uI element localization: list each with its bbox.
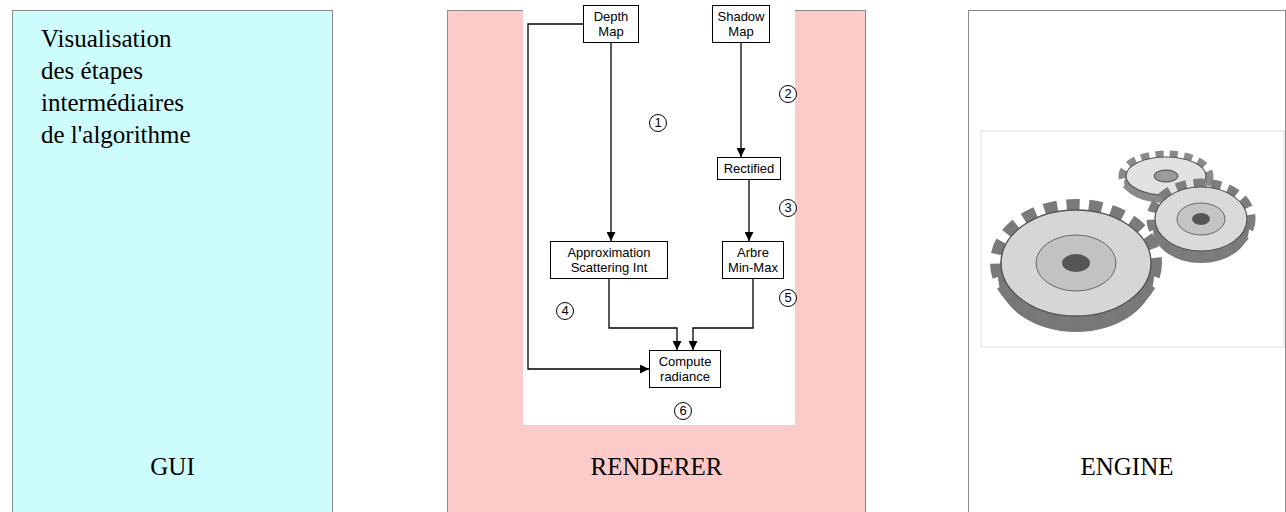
callout-number: 6 — [674, 402, 692, 420]
engine-panel: ENGINE — [968, 10, 1286, 512]
gears-illustration — [969, 1, 1285, 512]
process-box: Depth Map — [583, 5, 639, 43]
flow-arrow — [609, 279, 677, 350]
flow-arrow — [610, 43, 611, 241]
callout-number: 5 — [779, 289, 797, 307]
panel-description: Visualisation des étapes intermédiaires … — [41, 23, 206, 151]
process-box: Rectified — [717, 157, 781, 180]
image-area — [523, 1, 795, 425]
box-label: Rectified — [722, 161, 776, 176]
panel-title: ENGINE — [969, 451, 1285, 483]
box-label: Arbre Min-Max — [727, 245, 779, 275]
panel-title: RENDERER — [448, 451, 865, 483]
process-box: Arbre Min-Max — [722, 241, 784, 279]
process-box: Compute radiance — [649, 350, 721, 388]
process-box: Approximation Scattering Int — [550, 241, 668, 279]
callout-number: 4 — [556, 302, 574, 320]
flow-arrow — [748, 180, 749, 241]
callout-number: 2 — [779, 85, 797, 103]
gear-large — [998, 207, 1154, 332]
gear-right — [1153, 185, 1249, 263]
box-label: Approximation Scattering Int — [555, 245, 663, 275]
box-label: Shadow Map — [717, 9, 765, 39]
gui-panel: Visualisation des étapes intermédiaires … — [12, 10, 333, 512]
flow-arrow — [528, 24, 649, 369]
panel-title: GUI — [13, 451, 332, 483]
renderer-panel: RENDERER Depth Map Shadow MapRectifiedAppr… — [447, 10, 866, 512]
callout-number: 3 — [779, 199, 797, 217]
callout-number: 1 — [649, 114, 667, 132]
image-frame — [981, 131, 1284, 347]
flow-arrow — [693, 279, 753, 350]
process-box: Shadow Map — [712, 5, 770, 43]
box-label: Compute radiance — [654, 354, 716, 384]
box-label: Depth Map — [588, 9, 634, 39]
flow-arrow — [740, 43, 741, 157]
